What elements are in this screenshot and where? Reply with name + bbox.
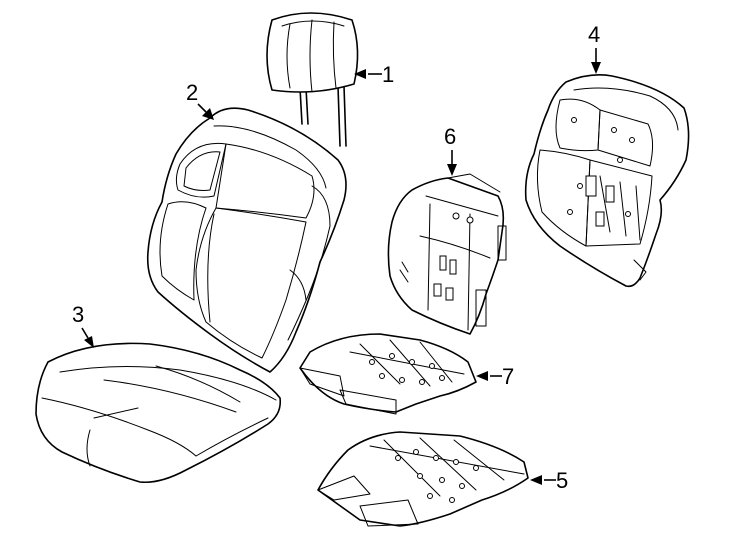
callout-2: 2 — [186, 80, 214, 120]
callout-7: 7 — [476, 364, 514, 389]
seatback-frame-part-4 — [524, 74, 690, 288]
callout-3: 3 — [72, 302, 94, 348]
back-panel-part-6 — [387, 173, 507, 335]
seatback-cover-part-2 — [146, 107, 347, 373]
callout-6: 6 — [444, 124, 457, 176]
callout-label-2: 2 — [186, 80, 198, 105]
callout-label-3: 3 — [72, 302, 84, 327]
callout-1: 1 — [354, 62, 394, 87]
headrest-part-1 — [266, 12, 359, 147]
callout-label-7: 7 — [502, 364, 514, 389]
callout-label-5: 5 — [556, 468, 568, 493]
callout-label-4: 4 — [588, 22, 600, 47]
callout-4: 4 — [588, 22, 601, 74]
callout-5: 5 — [530, 468, 568, 493]
callout-label-1: 1 — [382, 62, 394, 87]
seat-cushion-cover-part-3 — [35, 342, 282, 484]
seat-cushion-pad-part-5 — [317, 431, 529, 527]
seat-pan-part-7 — [299, 333, 477, 415]
callout-label-6: 6 — [444, 124, 456, 149]
